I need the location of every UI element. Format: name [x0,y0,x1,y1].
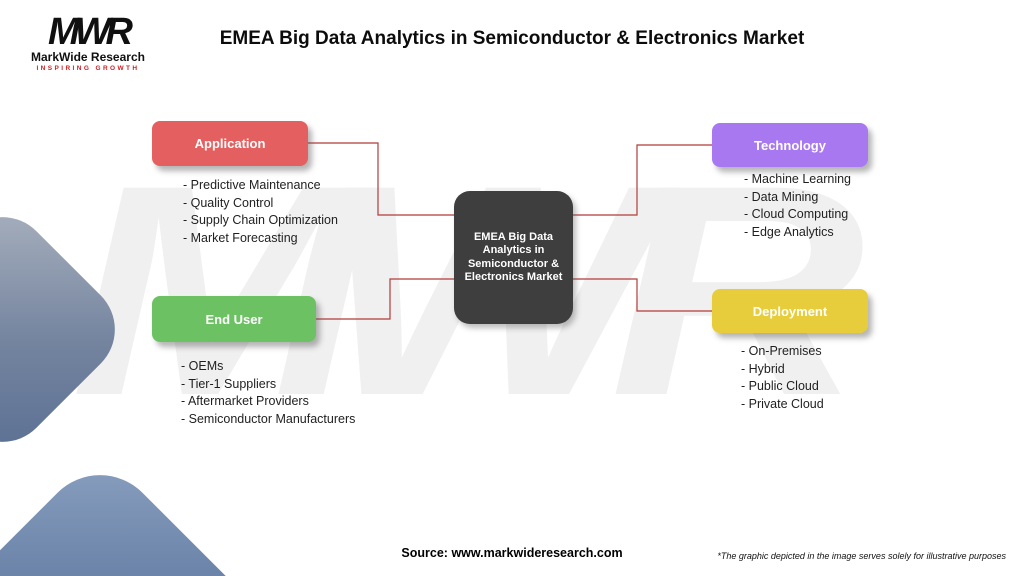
list-item: - Aftermarket Providers [181,394,309,408]
center-node-line: Analytics in [482,244,545,256]
branch-label-technology: Technology [754,137,826,153]
center-node-line: Semiconductor & [467,257,560,270]
center-node: EMEA Big Data Analytics in Semiconductor… [454,191,573,324]
branch-list-end-user: - OEMs - Tier-1 Suppliers - Aftermarket … [181,358,355,428]
connector-technology [572,144,712,216]
logo-monogram: MWR [48,11,133,53]
list-item: - Market Forecasting [183,230,298,245]
list-item: - Semiconductor Manufacturers [181,411,356,426]
list-item: - Quality Control [183,195,274,210]
list-item: - Cloud Computing [744,207,849,221]
list-item: - Data Mining [744,189,819,204]
branch-label-end-user: End User [205,311,263,327]
list-item: - Hybrid [741,361,785,376]
connector-end-user [316,278,455,320]
list-item: - On-Premises [741,344,822,358]
list-item: - Supply Chain Optimization [183,213,338,227]
list-item: - OEMs [181,359,224,373]
branch-list-deployment: - On-Premises - Hybrid - Public Cloud - … [741,343,824,413]
disclaimer-text: *The graphic depicted in the image serve… [717,551,1006,561]
logo-name: MarkWide Research [31,50,145,64]
branch-box-end-user: End User [152,296,316,342]
list-item: - Machine Learning [744,172,852,186]
list-item: - Tier-1 Suppliers [181,376,277,391]
branch-box-application: Application [152,121,308,166]
page-title: EMEA Big Data Analytics in Semiconductor… [219,28,805,49]
branch-list-technology: - Machine Learning - Data Mining - Cloud… [744,171,851,241]
branch-box-technology: Technology [712,123,868,167]
center-node-line: EMEA Big Data [473,230,554,243]
connector-application [308,142,455,216]
source-url-link[interactable]: www.markwideresearch.com [451,546,623,560]
branch-label-deployment: Deployment [752,303,828,319]
branch-list-application: - Predictive Maintenance - Quality Contr… [183,177,338,247]
logo: MWR MarkWide Research INSPIRING GROWTH [22,12,154,72]
list-item: - Private Cloud [741,396,824,411]
branch-label-application: Application [194,136,266,151]
source-line: Source: www.markwideresearch.com [0,546,1024,560]
center-node-line: Electronics Market [464,271,563,283]
source-label: Source: [401,546,448,560]
branch-box-deployment: Deployment [712,289,868,333]
connector-deployment [572,278,712,312]
list-item: - Edge Analytics [744,224,834,239]
list-item: - Public Cloud [741,379,819,393]
list-item: - Predictive Maintenance [183,178,321,192]
logo-tagline: INSPIRING GROWTH [36,65,140,72]
